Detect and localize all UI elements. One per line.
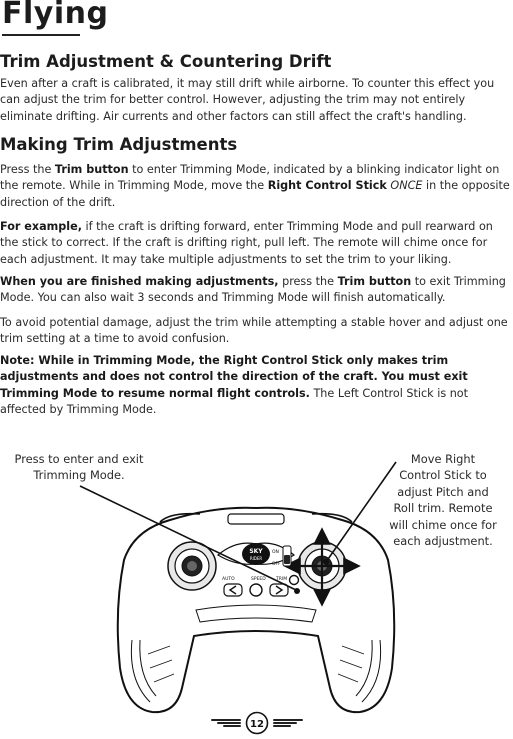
page-number-wing-right: [273, 719, 303, 727]
on-label: ON: [272, 549, 279, 555]
auto-label: AUTO: [222, 576, 235, 582]
section-heading-drift: Trim Adjustment & Countering Drift: [0, 52, 332, 71]
trim-paragraph-1: Press the Trim button to enter Trimming …: [0, 163, 510, 209]
power-switch[interactable]: ON OFF: [272, 545, 292, 567]
brand-bottom-text: RIDER: [250, 556, 263, 561]
page-title: Flying: [2, 0, 109, 31]
brand-logo: SKY RIDER: [216, 542, 296, 565]
page-number-badge: 12: [245, 711, 269, 735]
trim-paragraph-caution: To avoid potential damage, adjust the tr…: [0, 316, 508, 346]
controller-body: [116, 506, 396, 714]
trim-paragraph-example: For example, if the craft is drifting fo…: [0, 220, 493, 266]
title-underline: [2, 34, 80, 36]
section-heading-making-trim: Making Trim Adjustments: [0, 135, 238, 154]
trim-direction-arrows: [283, 527, 361, 607]
left-control-stick[interactable]: [167, 541, 217, 591]
off-label: OFF: [272, 561, 281, 567]
brand-top-text: SKY: [249, 548, 263, 555]
callout-right: Move Right Control Stick to adjust Pitch…: [389, 452, 497, 549]
bottom-button-row: AUTO SPEED TRIM: [222, 574, 300, 597]
leader-line-right-stick: [325, 461, 397, 563]
page-number: 12: [250, 719, 264, 730]
speed-button[interactable]: [249, 583, 263, 597]
trim-button[interactable]: [288, 574, 300, 586]
trim-label: TRIM: [275, 576, 287, 582]
leader-line-trim-button: [79, 485, 297, 591]
callout-left: Press to enter and exit Trimming Mode.: [14, 452, 144, 483]
leader-dot-right-stick: [323, 559, 329, 565]
remote-controller-diagram: SKY RIDER ON OFF AUTO SPEED TRIM: [79, 461, 397, 714]
trim-paragraph-note: Note: While in Trimming Mode, the Right …: [0, 354, 469, 416]
auto-button[interactable]: [223, 583, 243, 597]
drift-paragraph: Even after a craft is calibrated, it may…: [0, 77, 495, 123]
leader-dot-trim-button: [294, 588, 300, 594]
trim-paragraph-finish: When you are finished making adjustments…: [0, 275, 506, 305]
trim-right-button[interactable]: [269, 583, 289, 597]
page-number-wing-left: [211, 719, 241, 727]
speed-label: SPEED: [251, 576, 266, 582]
